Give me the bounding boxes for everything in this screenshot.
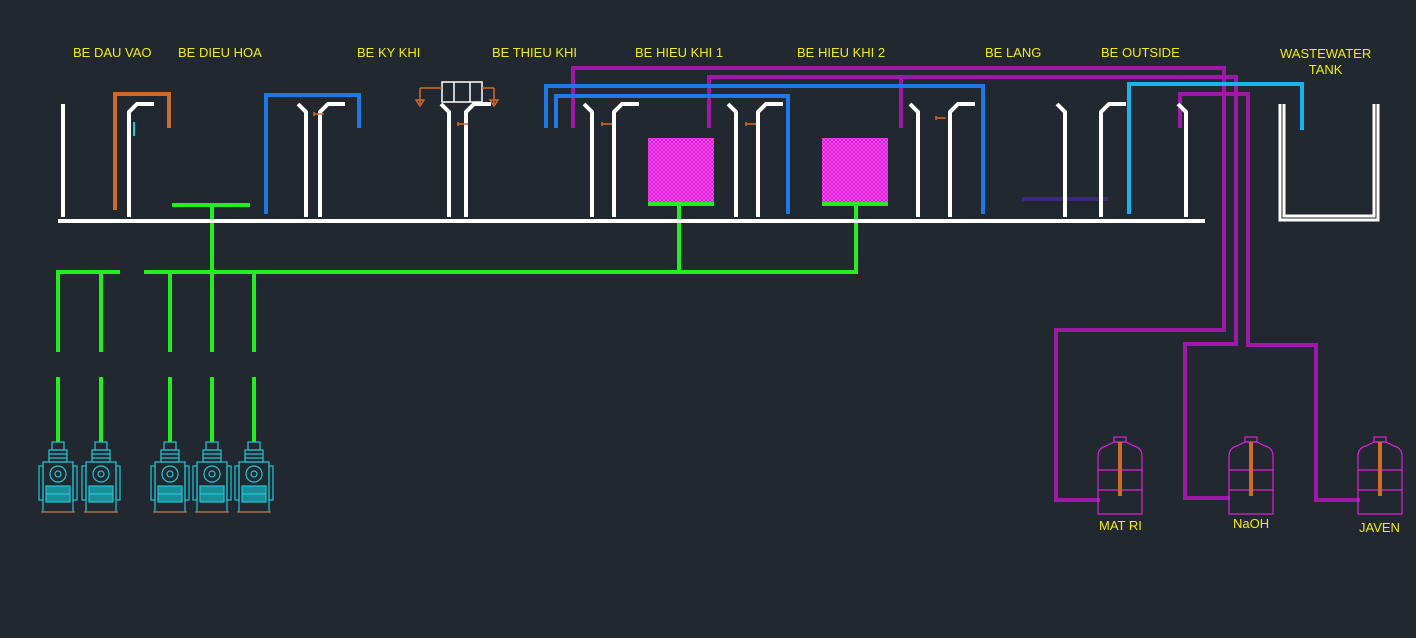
chemical-tank-icon <box>1357 436 1403 515</box>
blower-icon <box>81 441 121 513</box>
tank-walls <box>58 102 1205 223</box>
blower-icon <box>150 441 190 513</box>
blower-group <box>38 441 274 513</box>
bio-media-block-2 <box>822 138 888 202</box>
label-wastewater-tank: WASTEWATER TANK <box>1280 46 1372 77</box>
chemical-dosing-piping <box>571 66 1360 502</box>
chemical-tank-icon <box>1097 436 1143 515</box>
wastewater-tank-walls <box>1278 104 1380 222</box>
label-be-lang: BE LANG <box>985 45 1042 60</box>
label-naoh: NaOH <box>1233 516 1270 531</box>
recycle-piping <box>264 84 985 214</box>
label-javen: JAVEN <box>1359 520 1400 535</box>
label-be-ky-khi: BE KY KHI <box>357 45 421 60</box>
label-be-hieu-khi-1: BE HIEU KHI 1 <box>635 45 724 60</box>
bio-media-block-1 <box>648 138 714 202</box>
label-be-dieu-hoa: BE DIEU HOA <box>178 45 262 60</box>
mixer-icon <box>414 81 500 108</box>
outside-piping <box>1127 82 1304 214</box>
transfer-markers <box>313 112 946 126</box>
chemical-tank-icon <box>1228 436 1274 515</box>
air-piping <box>56 202 888 442</box>
label-be-hieu-khi-2: BE HIEU KHI 2 <box>797 45 886 60</box>
label-be-outside: BE OUTSIDE <box>1101 45 1180 60</box>
blower-icon <box>38 441 78 513</box>
inlet-piping <box>113 92 171 210</box>
blower-icon <box>234 441 274 513</box>
chemical-tank-group <box>1097 436 1403 515</box>
blower-icon <box>192 441 232 513</box>
label-be-dau-vao: BE DAU VAO <box>73 45 152 60</box>
label-mat-ri: MAT RI <box>1099 518 1142 533</box>
label-be-thieu-khi: BE THIEU KHI <box>492 45 578 60</box>
